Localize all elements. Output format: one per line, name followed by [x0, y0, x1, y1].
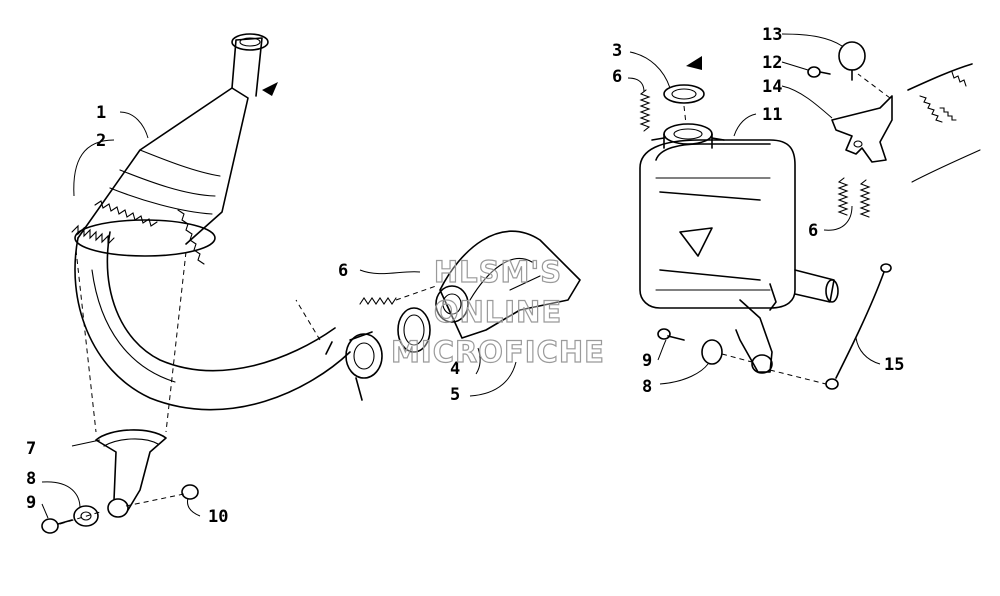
callout-8-left: 8 [26, 469, 36, 489]
watermark-line-1: HLSM'S [434, 255, 562, 289]
safety-cable [769, 263, 892, 390]
callout-8-right: 8 [642, 377, 652, 397]
watermark: HLSM'S ONLINE MICROFICHE [390, 254, 605, 369]
bolt-9-right [657, 328, 685, 341]
leader-lines [41, 33, 881, 519]
bolt-9-left [41, 518, 73, 534]
callout-2: 2 [96, 131, 106, 151]
callout-5: 5 [450, 385, 460, 405]
nut-10 [181, 484, 199, 500]
callout-7: 7 [26, 439, 36, 459]
callout-labels: 1 2 6 4 5 7 8 9 10 3 6 11 13 12 14 6 15 … [26, 25, 904, 527]
callout-13: 13 [762, 25, 782, 45]
callout-12: 12 [762, 53, 782, 73]
callout-4: 4 [450, 359, 460, 379]
callout-1: 1 [96, 103, 106, 123]
callout-9-right: 9 [642, 351, 652, 371]
frame-rail [907, 63, 981, 183]
spring-6-right-top [639, 89, 651, 132]
grommet-8-right [701, 339, 753, 365]
exhaust-pipe [71, 33, 383, 433]
arrow-flow-right [686, 56, 702, 70]
exhaust-manifold [435, 230, 581, 339]
callout-3: 3 [612, 41, 622, 61]
muffler-can [639, 123, 839, 374]
callout-6-right: 6 [808, 221, 818, 241]
hanger-bracket-14 [831, 73, 893, 163]
callout-11: 11 [762, 105, 782, 125]
bolt-12 [807, 66, 831, 78]
callout-9-left: 9 [26, 493, 36, 513]
gasket-ring [397, 307, 431, 353]
watermark-line-2: ONLINE [434, 295, 562, 329]
grommet-13 [838, 41, 866, 81]
hanger-bracket [95, 429, 167, 511]
spring-6-mid [359, 285, 437, 305]
callout-15: 15 [884, 355, 904, 375]
callout-10: 10 [208, 507, 228, 527]
callout-6-mid: 6 [338, 261, 348, 281]
gasket-3 [663, 84, 705, 125]
watermark-line-3: MICROFICHE [391, 335, 605, 369]
callout-14: 14 [762, 77, 782, 97]
springs-6-right-pair [837, 177, 871, 218]
bushing-hanger [107, 498, 129, 518]
callout-6-top: 6 [612, 67, 622, 87]
